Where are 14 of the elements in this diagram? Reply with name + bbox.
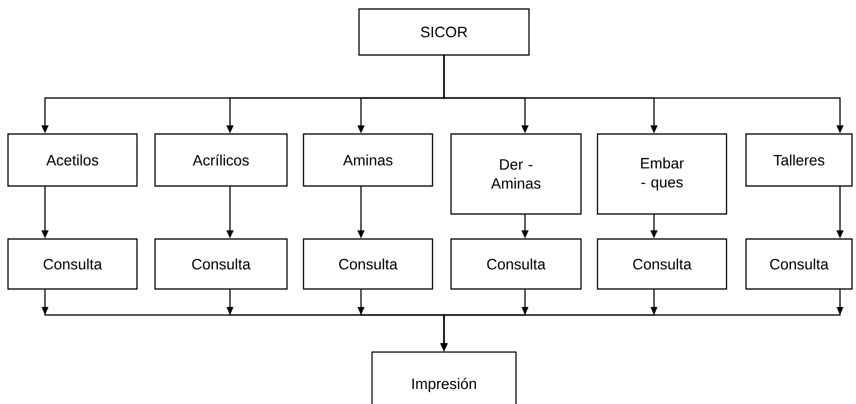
module-box: Consulta [7,238,138,290]
module-box: Consulta [154,238,288,290]
system-box: SICOR [358,8,530,56]
module-box: Aminas [302,133,434,187]
module-box: Acrílicos [154,133,288,187]
module-box: Consulta [450,238,582,290]
module-box: Consulta [596,238,728,290]
module-box: Talleres [745,133,853,187]
module-box: Consulta [745,238,853,290]
module-box: Embar - ques [596,133,728,215]
module-box: Consulta [302,238,434,290]
module-box: Acetilos [7,133,138,187]
module-box: Der - Aminas [450,133,582,215]
output-box: Impresión [371,351,517,404]
